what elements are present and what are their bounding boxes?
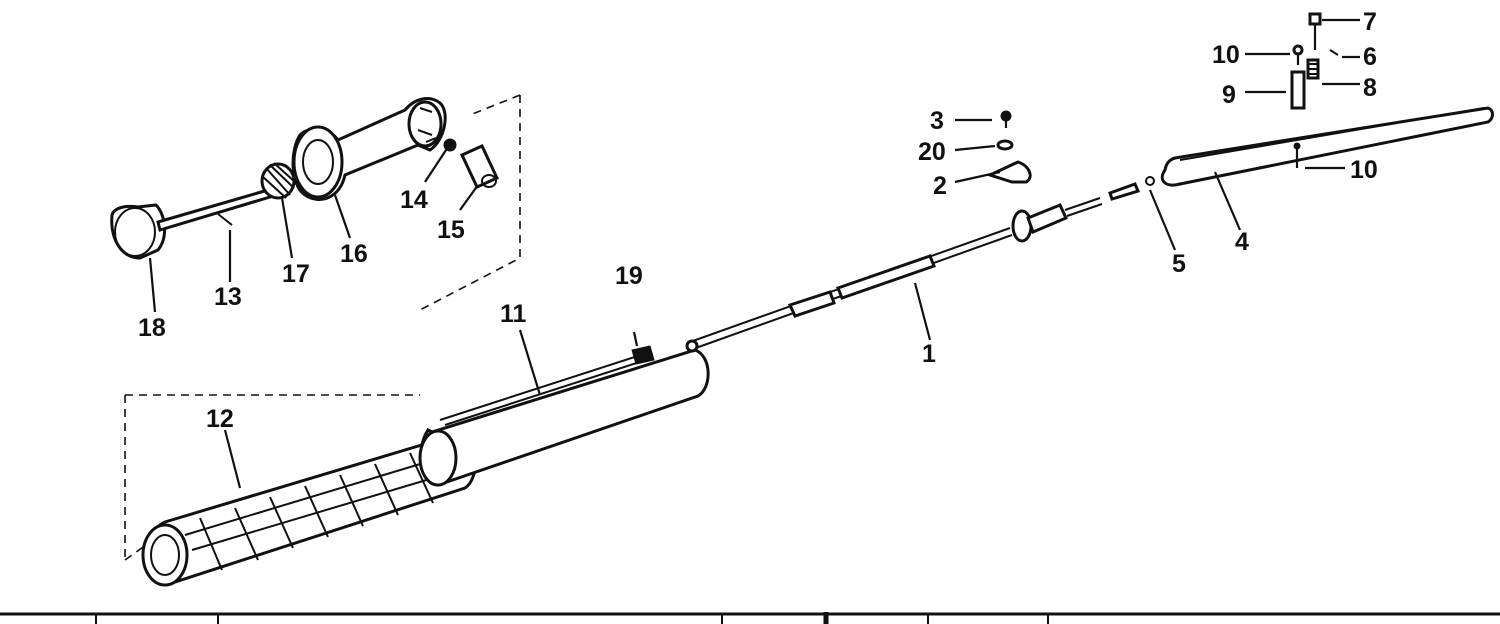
callout-14: 14 bbox=[400, 186, 428, 214]
callout-3: 3 bbox=[930, 107, 944, 135]
callout-7: 7 bbox=[1363, 8, 1377, 36]
leader-14 bbox=[424, 149, 447, 183]
part-4-outer-tube bbox=[1160, 106, 1494, 187]
parts-table-frame bbox=[0, 612, 1500, 624]
callout-2: 2 bbox=[933, 172, 947, 200]
part-17-spring bbox=[260, 162, 296, 200]
callout-4: 4 bbox=[1235, 228, 1249, 256]
part-11-tube bbox=[418, 345, 710, 487]
part-13-pin bbox=[217, 213, 233, 226]
leader-4 bbox=[1213, 171, 1242, 231]
part-10-top-screw bbox=[1292, 44, 1304, 65]
callout-6: 6 bbox=[1363, 43, 1377, 71]
part-12-grip bbox=[141, 433, 477, 587]
leader-5 bbox=[1148, 189, 1177, 251]
part-10-bottom-screw bbox=[1293, 142, 1301, 168]
part-18-knob bbox=[110, 188, 272, 260]
part-9-sleeve bbox=[1290, 70, 1306, 110]
part-7-screw bbox=[1308, 12, 1322, 50]
part-15-detent bbox=[459, 144, 500, 189]
callout-18: 18 bbox=[138, 314, 166, 342]
callout-9: 9 bbox=[1222, 81, 1236, 109]
callout-13: 13 bbox=[214, 283, 242, 311]
leader-15 bbox=[459, 184, 479, 211]
callout-12: 12 bbox=[206, 405, 234, 433]
part-19-screw bbox=[632, 331, 639, 347]
callout-8: 8 bbox=[1363, 74, 1377, 102]
leader-1 bbox=[913, 282, 932, 341]
part-16-housing bbox=[291, 97, 447, 201]
callout-20: 20 bbox=[918, 138, 946, 166]
leader-16 bbox=[333, 194, 352, 239]
part-3-screw bbox=[1000, 110, 1012, 128]
callout-5: 5 bbox=[1172, 250, 1186, 278]
callout-1: 1 bbox=[922, 340, 936, 368]
callout-19: 19 bbox=[615, 262, 643, 290]
leader-2 bbox=[954, 170, 1001, 184]
part-8-spring bbox=[1306, 58, 1320, 80]
part-6-pin bbox=[1329, 49, 1339, 56]
leader-18 bbox=[148, 257, 157, 313]
part-14-ball bbox=[443, 138, 457, 152]
callout-11: 11 bbox=[500, 300, 527, 328]
callout-15: 15 bbox=[437, 216, 465, 244]
part-2-clamp bbox=[985, 160, 1032, 184]
leader-11 bbox=[518, 329, 542, 396]
part-20-washer bbox=[996, 139, 1014, 151]
leader-17 bbox=[280, 197, 294, 259]
part-5-o-ring bbox=[1145, 176, 1155, 186]
part-1-shaft bbox=[685, 182, 1141, 353]
callout-16: 16 bbox=[340, 240, 368, 268]
callout-10-top: 10 bbox=[1212, 41, 1240, 69]
leader-12 bbox=[223, 429, 242, 489]
callout-10-bottom: 10 bbox=[1350, 156, 1378, 184]
leader-20 bbox=[954, 144, 996, 152]
callout-17: 17 bbox=[282, 260, 310, 288]
